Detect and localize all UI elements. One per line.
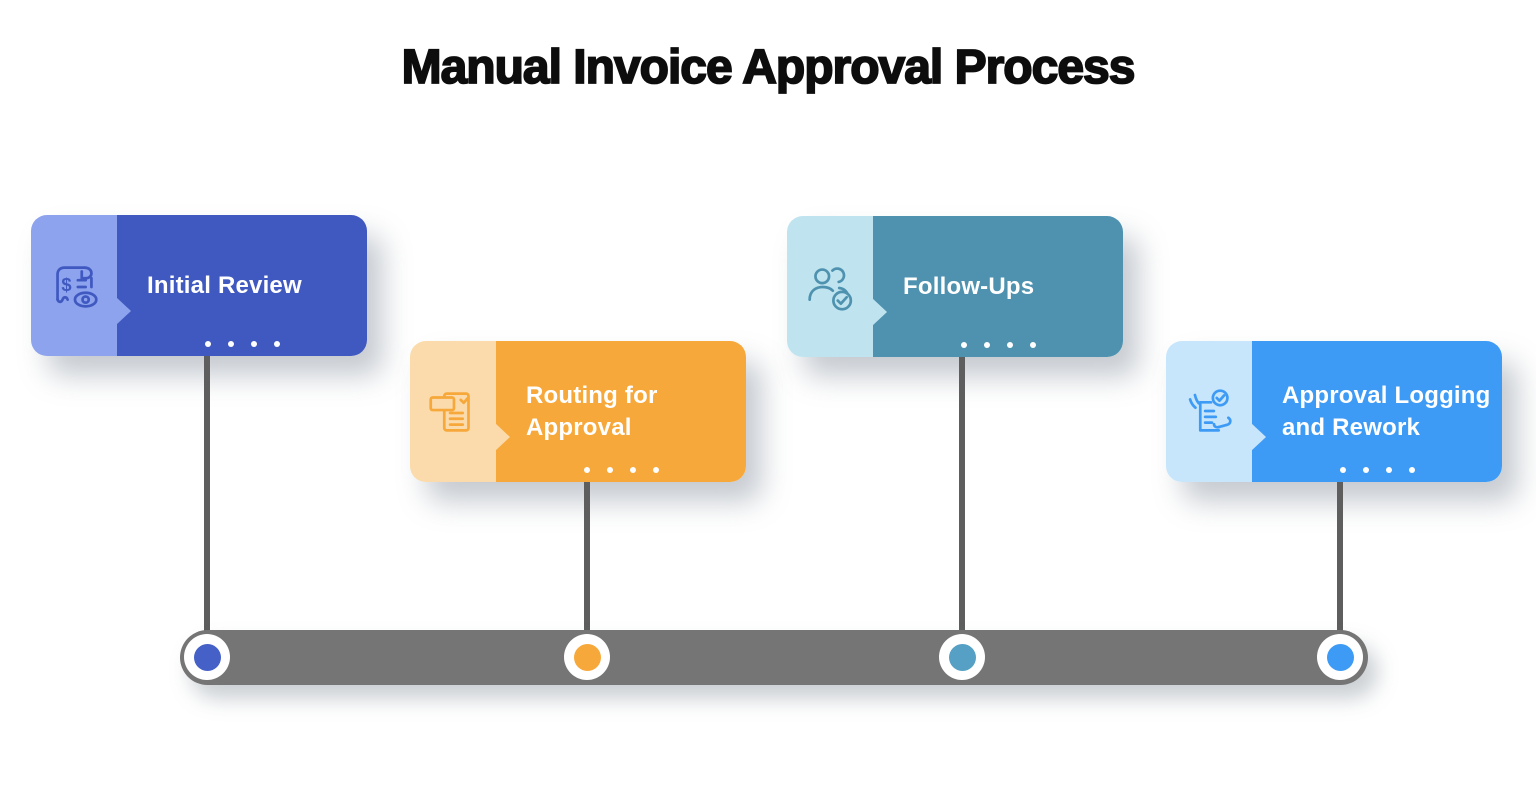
timeline-connector bbox=[204, 356, 210, 640]
timeline-connector bbox=[1337, 482, 1343, 640]
step-body: Approval Logging and Rework bbox=[1252, 341, 1502, 482]
invoice-review-icon: $ bbox=[56, 265, 98, 308]
progress-dots bbox=[496, 467, 746, 473]
progress-dot bbox=[983, 342, 990, 348]
timeline-node-dot bbox=[1326, 643, 1354, 671]
progress-dot bbox=[227, 341, 234, 347]
step-icon-panel bbox=[787, 216, 873, 357]
step-label: Approval Logging and Rework bbox=[1282, 382, 1491, 441]
timeline-node-dot bbox=[573, 643, 601, 671]
progress-dots bbox=[1252, 467, 1502, 473]
timeline-bar bbox=[180, 630, 1368, 685]
progress-dot bbox=[273, 341, 280, 347]
step-body: Follow-Ups bbox=[873, 216, 1123, 357]
people-check-icon bbox=[808, 266, 853, 311]
progress-dot bbox=[960, 342, 967, 348]
step-label: Routing for Approval bbox=[526, 382, 658, 441]
progress-dot bbox=[652, 467, 659, 473]
progress-dot bbox=[1385, 467, 1392, 473]
timeline-connector bbox=[959, 357, 965, 640]
timeline-node bbox=[184, 634, 230, 680]
timeline-node bbox=[564, 634, 610, 680]
page-title: Manual Invoice Approval Process bbox=[401, 40, 1137, 95]
progress-dot bbox=[1006, 342, 1013, 348]
routing-document-icon bbox=[429, 391, 470, 432]
step-label: Follow-Ups bbox=[903, 272, 1035, 300]
progress-dot bbox=[250, 341, 257, 347]
timeline-node-dot bbox=[948, 643, 976, 671]
step-body: Routing for Approval bbox=[496, 341, 746, 482]
step-card-approval-logging-and-rework: Approval Logging and Rework bbox=[1166, 341, 1502, 482]
progress-dot bbox=[583, 467, 590, 473]
timeline-node-dot bbox=[193, 643, 221, 671]
step-icon-panel: $ bbox=[31, 215, 117, 356]
step-label: Initial Review bbox=[147, 271, 302, 299]
progress-dot bbox=[1362, 467, 1369, 473]
svg-text:$: $ bbox=[61, 273, 71, 294]
progress-dot bbox=[1408, 467, 1415, 473]
timeline-connector bbox=[584, 482, 590, 640]
progress-dot bbox=[1339, 467, 1346, 473]
step-icon-panel bbox=[1166, 341, 1252, 482]
step-card-routing-for-approval: Routing for Approval bbox=[410, 341, 746, 482]
progress-dot bbox=[204, 341, 211, 347]
step-icon-panel bbox=[410, 341, 496, 482]
progress-dot bbox=[629, 467, 636, 473]
progress-dot bbox=[1029, 342, 1036, 348]
timeline-node bbox=[939, 634, 985, 680]
step-card-follow-ups: Follow-Ups bbox=[787, 216, 1123, 357]
hands-document-check-icon bbox=[1188, 388, 1232, 432]
timeline-node bbox=[1317, 634, 1363, 680]
step-card-initial-review: $ Initial Review bbox=[31, 215, 367, 356]
step-body: Initial Review bbox=[117, 215, 367, 356]
progress-dot bbox=[606, 467, 613, 473]
progress-dots bbox=[117, 341, 367, 347]
progress-dots bbox=[873, 342, 1123, 348]
